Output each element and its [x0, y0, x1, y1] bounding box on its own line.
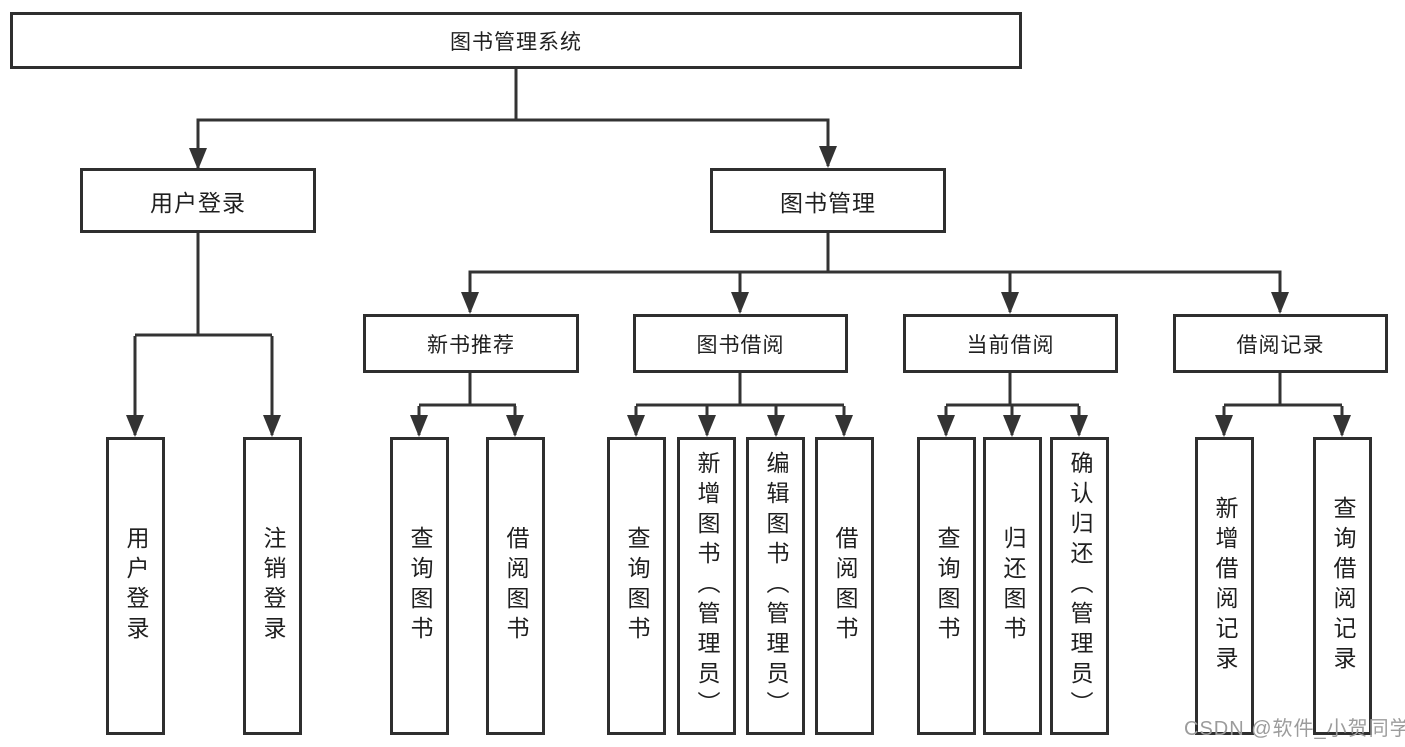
leaf-query-books-2: 查询图书	[607, 437, 666, 735]
leaf-borrow-books-2: 借阅图书	[815, 437, 874, 735]
leaf-edit-books-admin: 编辑图书（管理员）	[746, 437, 805, 735]
leaf-add-books-admin: 新增图书（管理员）	[677, 437, 736, 735]
edges-current-group	[937, 373, 1088, 437]
leaf-query-borrow-record: 查询借阅记录	[1313, 437, 1372, 735]
leaf-user-login: 用户登录	[106, 437, 165, 735]
leaf-return-books: 归还图书	[983, 437, 1042, 735]
edges-borrow-group	[627, 373, 853, 437]
edges-records-group	[1215, 373, 1351, 437]
edges-mgmt-to-groups	[461, 233, 1289, 314]
leaf-confirm-return-admin: 确认归还（管理员）	[1050, 437, 1109, 735]
leaf-borrow-books-1: 借阅图书	[486, 437, 545, 735]
csdn-watermark: CSDN @软件_小贺同学	[1184, 718, 1405, 740]
node-book-borrowing: 图书借阅	[633, 314, 848, 373]
node-current-borrowing: 当前借阅	[903, 314, 1118, 373]
node-new-book-recommend: 新书推荐	[363, 314, 579, 373]
node-borrow-records: 借阅记录	[1173, 314, 1388, 373]
leaf-query-books-1: 查询图书	[390, 437, 449, 735]
leaf-add-borrow-record: 新增借阅记录	[1195, 437, 1254, 735]
edges-login-group	[126, 233, 281, 437]
edges-root-to-level2	[189, 68, 837, 170]
leaf-logout: 注销登录	[243, 437, 302, 735]
edges-newbook-group	[410, 373, 524, 437]
node-user-login: 用户登录	[80, 168, 316, 233]
node-library-system: 图书管理系统	[10, 12, 1022, 69]
node-book-management: 图书管理	[710, 168, 946, 233]
leaf-query-books-3: 查询图书	[917, 437, 976, 735]
